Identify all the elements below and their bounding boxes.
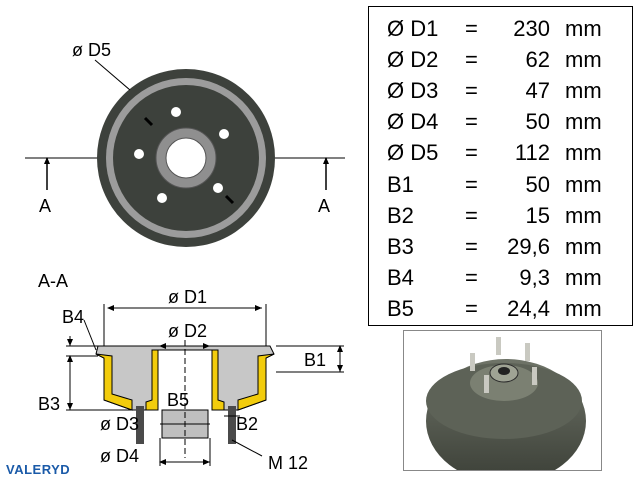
spec-name: Ø D3 bbox=[387, 78, 439, 103]
hub-cut-right bbox=[211, 349, 225, 411]
spec-eq: = bbox=[465, 203, 478, 228]
bolt-hole bbox=[157, 193, 167, 203]
d2-label: ø D2 bbox=[168, 321, 207, 341]
d4-label: ø D4 bbox=[100, 446, 139, 466]
d5-label: ø D5 bbox=[72, 40, 111, 60]
spec-value: 9,3 bbox=[519, 265, 550, 290]
section-view: A-A ø D1 ø D2 B1 B4 bbox=[38, 271, 344, 473]
thread-label: M 12 bbox=[268, 453, 308, 473]
spec-name: Ø D5 bbox=[387, 140, 439, 165]
brand-logo: VALERYD bbox=[6, 462, 70, 477]
spec-value: 15 bbox=[525, 203, 550, 228]
b4-label: B4 bbox=[62, 307, 84, 327]
spec-value: 24,4 bbox=[507, 296, 550, 321]
spec-row: Ø D3 = 47 mm bbox=[369, 75, 632, 106]
wheel-stud bbox=[228, 406, 236, 444]
spec-row: B3 = 29,6 mm bbox=[369, 231, 632, 262]
hub-cut-left bbox=[145, 349, 159, 411]
b5-label: B5 bbox=[167, 390, 189, 410]
spec-eq: = bbox=[465, 109, 478, 134]
spec-value: 50 bbox=[525, 109, 550, 134]
spec-eq: = bbox=[465, 78, 478, 103]
spec-name: Ø D1 bbox=[387, 16, 439, 41]
spec-row: Ø D1 = 230 mm bbox=[369, 13, 632, 44]
spec-row: Ø D5 = 112 mm bbox=[369, 137, 632, 168]
spec-eq: = bbox=[465, 172, 478, 197]
spec-unit: mm bbox=[565, 203, 602, 228]
d3-label: ø D3 bbox=[100, 414, 139, 434]
stud-photo bbox=[484, 375, 489, 393]
spec-eq: = bbox=[465, 296, 478, 321]
stud-photo bbox=[525, 343, 530, 361]
stud-photo bbox=[496, 337, 501, 355]
brake-drum-illustration bbox=[426, 337, 586, 470]
spec-name: B1 bbox=[387, 172, 414, 197]
spec-eq: = bbox=[465, 140, 478, 165]
spec-value: 47 bbox=[525, 78, 550, 103]
spec-name: Ø D4 bbox=[387, 109, 439, 134]
d5-leader bbox=[94, 59, 131, 91]
spec-value: 62 bbox=[525, 47, 550, 72]
d1-label: ø D1 bbox=[168, 287, 207, 307]
product-photo bbox=[403, 330, 602, 471]
spec-value: 230 bbox=[513, 16, 550, 41]
spec-row: B5 = 24,4 mm bbox=[369, 293, 632, 324]
front-view: ø D5 A A bbox=[25, 40, 345, 247]
spec-row: Ø D4 = 50 mm bbox=[369, 106, 632, 137]
spec-name: B3 bbox=[387, 234, 414, 259]
spec-row: B2 = 15 mm bbox=[369, 200, 632, 231]
spec-unit: mm bbox=[565, 47, 602, 72]
spec-unit: mm bbox=[565, 265, 602, 290]
drain-mark bbox=[224, 194, 235, 205]
spec-name: B4 bbox=[387, 265, 414, 290]
bolt-hole bbox=[134, 149, 144, 159]
bolt-hole bbox=[213, 183, 223, 193]
drain-mark bbox=[143, 116, 154, 127]
spec-unit: mm bbox=[565, 296, 602, 321]
b3-label: B3 bbox=[38, 394, 60, 414]
b2-label: B2 bbox=[236, 414, 258, 434]
spec-row: Ø D2 = 62 mm bbox=[369, 44, 632, 75]
bolt-hole bbox=[171, 107, 181, 117]
spec-name: B5 bbox=[387, 296, 414, 321]
b1-label: B1 bbox=[304, 350, 326, 370]
wheel-stud bbox=[136, 406, 144, 444]
spec-value: 29,6 bbox=[507, 234, 550, 259]
spec-unit: mm bbox=[565, 16, 602, 41]
wall-cut-left bbox=[95, 353, 133, 411]
hub-bore bbox=[165, 137, 207, 179]
spec-eq: = bbox=[465, 234, 478, 259]
spec-eq: = bbox=[465, 47, 478, 72]
spec-value: 112 bbox=[514, 140, 550, 165]
spec-row: B4 = 9,3 mm bbox=[369, 262, 632, 293]
spec-eq: = bbox=[465, 16, 478, 41]
spec-unit: mm bbox=[565, 234, 602, 259]
section-marker-left: A bbox=[39, 196, 51, 216]
spec-name: B2 bbox=[387, 203, 414, 228]
spec-value: 50 bbox=[525, 172, 550, 197]
spec-unit: mm bbox=[565, 78, 602, 103]
stud-photo bbox=[470, 353, 475, 371]
section-title: A-A bbox=[38, 271, 68, 291]
spec-unit: mm bbox=[565, 109, 602, 134]
spec-table: Ø D1 = 230 mm Ø D2 = 62 mm Ø D3 = 47 mm … bbox=[368, 6, 633, 326]
bolt-hole bbox=[219, 129, 229, 139]
stud-photo bbox=[532, 367, 537, 385]
spec-row: B1 = 50 mm bbox=[369, 169, 632, 200]
spec-name: Ø D2 bbox=[387, 47, 439, 72]
spec-unit: mm bbox=[565, 140, 602, 165]
spec-eq: = bbox=[465, 265, 478, 290]
thread-leader bbox=[231, 439, 263, 457]
hub-bore-photo bbox=[498, 367, 510, 375]
section-marker-right: A bbox=[318, 196, 330, 216]
wall-cut-right bbox=[237, 353, 275, 411]
spec-unit: mm bbox=[565, 172, 602, 197]
